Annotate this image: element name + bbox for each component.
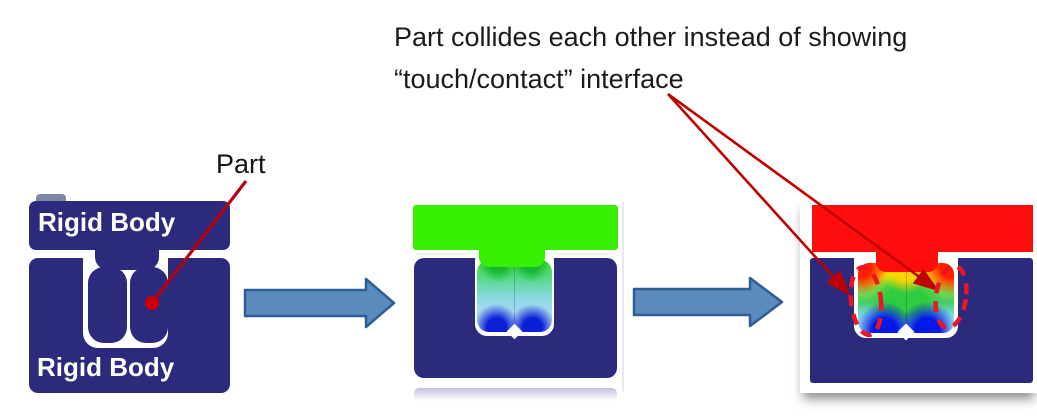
part-center-seam [906, 266, 907, 330]
upper-tool-green-block [413, 205, 618, 250]
upper-tool-green-stem [479, 246, 545, 267]
panel-edge-line [622, 202, 624, 392]
deformed-part-stress-map [477, 260, 552, 332]
upper-tool-red-stem [876, 250, 938, 272]
upper-rigid-body-label: Rigid Body [38, 207, 176, 237]
upper-tool-red-block [812, 205, 1033, 252]
part-center-seam [514, 262, 515, 330]
upper-rigid-body-stem [95, 244, 159, 270]
collision-note-line-2: “touch/contact” interface [394, 64, 684, 94]
part-callout-label: Part [216, 149, 266, 179]
collision-note-line-1: Part collides each other instead of show… [394, 22, 908, 52]
collision-note: Part collides each other instead of show… [394, 16, 1004, 100]
part-left-lobe [88, 267, 127, 343]
lower-rigid-body-label: Rigid Body [37, 352, 175, 382]
flow-arrow-right-2-icon [632, 276, 784, 328]
flow-arrow-right-1-icon [243, 277, 396, 329]
part-right-lobe [130, 267, 168, 343]
panel-reflection [414, 388, 617, 401]
